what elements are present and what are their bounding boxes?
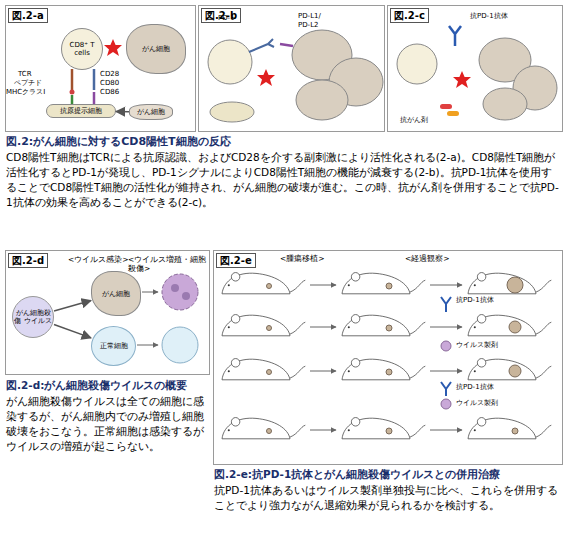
- part-label: 抗がん剤: [400, 116, 428, 125]
- antibody-symbol: [441, 297, 451, 312]
- cancer-cell-symbol: [296, 80, 348, 120]
- part-label: CD28: [100, 70, 119, 79]
- step-header: <ウイルス増殖・細胞殺傷>: [128, 255, 208, 273]
- node-text: がん細胞殺傷 ウイルス: [13, 309, 53, 325]
- part-label: PD-1: [218, 14, 235, 23]
- mouse-symbol: [468, 418, 551, 439]
- virus-symbol: [441, 399, 451, 409]
- t-cell-symbol: [397, 44, 437, 84]
- mouse-symbol: [468, 315, 551, 336]
- antigen-presenting-cell: 抗原提示細胞: [46, 104, 116, 118]
- panel-label: 図.2-d: [8, 253, 48, 268]
- treatment-label: ウイルス製剤: [456, 399, 498, 408]
- normal-cell-symbol: [162, 327, 198, 363]
- mouse-symbol: [468, 273, 551, 294]
- step-header: <経過観察>: [405, 254, 450, 263]
- peptide-symbol: [70, 90, 75, 95]
- node-text: 抗原提示細胞: [60, 107, 102, 115]
- receptor-lines: [70, 69, 95, 104]
- cancer-cell: がん細胞: [126, 24, 186, 74]
- caption-body: CD8陽性T細胞はTCRによる抗原認識、およびCD28を介する副刺激により活性化…: [6, 150, 562, 210]
- node-text: がん細胞: [137, 108, 165, 116]
- connector-arrow: [54, 325, 91, 338]
- mouse-symbol: [222, 315, 305, 336]
- antibody-symbol: [441, 382, 451, 396]
- mouse-symbol: [342, 315, 425, 336]
- caption-title: 図.2-d:がん細胞殺傷ウイルスの概要: [6, 378, 211, 393]
- mouse-symbol: [222, 359, 305, 380]
- pd1-symbol: [249, 39, 274, 52]
- normal-cell: 正常細胞: [91, 326, 136, 366]
- time-arrows: [310, 285, 462, 430]
- mouse-symbol: [222, 273, 305, 294]
- tcr-symbol: [71, 69, 74, 90]
- virus-circle: がん細胞殺傷 ウイルス: [12, 296, 54, 338]
- activation-star: [257, 69, 275, 86]
- panel-label: 図.2-e: [216, 253, 256, 268]
- figure-panel: 図.2-e: [213, 250, 563, 465]
- treatment-label: 抗PD-1抗体: [456, 296, 494, 305]
- node-text: 正常細胞: [100, 342, 128, 350]
- cancer-cell-symbol: [483, 88, 527, 120]
- panel-label: 図.2-a: [8, 8, 48, 23]
- activation-star: [104, 39, 122, 56]
- process-arrow: [137, 345, 158, 346]
- caption-title: 図.2:がん細胞に対するCD8陽性T細胞の反応: [6, 134, 562, 149]
- drug-pill: [440, 104, 452, 109]
- panel-label: 図.2-c: [390, 8, 429, 23]
- cancer-cell: がん細胞: [129, 104, 173, 120]
- connector-arrow: [54, 301, 91, 311]
- part-label: PD-L1/ PD-L2: [298, 12, 328, 29]
- figure-panel: 図.2-aCD8⁺ T cells抗原提示細胞がん細胞がん細胞: [5, 5, 196, 132]
- step-header: <腫瘍移植>: [280, 254, 325, 263]
- lysed-cell-symbol: [162, 274, 198, 310]
- connector-arrow: [116, 111, 129, 113]
- tumor-dots: [267, 277, 524, 434]
- node-text: がん細胞: [142, 45, 170, 53]
- process-arrow: [142, 292, 158, 293]
- treatment-label: 抗PD-1抗体: [456, 383, 494, 392]
- antibody-symbol: [449, 26, 461, 46]
- mouse-symbol: [342, 273, 425, 294]
- figure-panel: 図.2-b: [198, 5, 385, 132]
- part-label: 抗PD-1抗体: [470, 12, 508, 21]
- part-label: CD80 CD86: [100, 79, 120, 96]
- part-label: MHCクラスI: [6, 88, 45, 97]
- figure-panel: 図.2-c: [387, 5, 563, 132]
- virus-symbol: [441, 341, 451, 351]
- figure-panel: 図.2-d がん細胞殺傷 ウイルス がん細胞正常細胞: [5, 250, 210, 375]
- cd28-symbol: [93, 69, 96, 90]
- virus-particle: [182, 292, 190, 300]
- apc-symbol: [210, 102, 254, 122]
- drug-pill: [447, 111, 459, 116]
- t-cell-symbol: [208, 40, 252, 84]
- step-header: <ウイルス感染>: [68, 255, 129, 264]
- node-text: がん細胞: [102, 290, 130, 298]
- part-label: ペプチド: [14, 79, 42, 88]
- node-text: CD8⁺ T cells: [62, 41, 102, 57]
- activation-star: [453, 71, 471, 88]
- virus-particle: [171, 284, 179, 292]
- part-label: TCR: [18, 70, 32, 79]
- cd80-symbol: [93, 92, 96, 104]
- mouse-symbol: [222, 418, 305, 439]
- t-cell: CD8⁺ T cells: [61, 28, 103, 70]
- mouse-symbol: [468, 359, 551, 380]
- caption-body: がん細胞殺傷ウイルスは全ての細胞に感染するが、がん細胞内でのみ増殖し細胞破壊をお…: [6, 394, 211, 454]
- mouse-rows: [222, 273, 551, 439]
- caption-title: 図.2-e:抗PD-1抗体とがん細胞殺傷ウイルスとの併用治療: [214, 467, 564, 482]
- cancer-cell: がん細胞: [91, 271, 141, 316]
- mhc-symbol: [71, 95, 74, 104]
- treatment-label: ウイルス製剤: [456, 341, 498, 350]
- caption-body: 抗PD-1抗体あるいはウイルス製剤単独投与に比べ、これらを併用することでより強力…: [214, 483, 564, 513]
- pdl1-symbol: [280, 44, 293, 46]
- mouse-symbol: [342, 359, 425, 380]
- mouse-symbol: [342, 418, 425, 439]
